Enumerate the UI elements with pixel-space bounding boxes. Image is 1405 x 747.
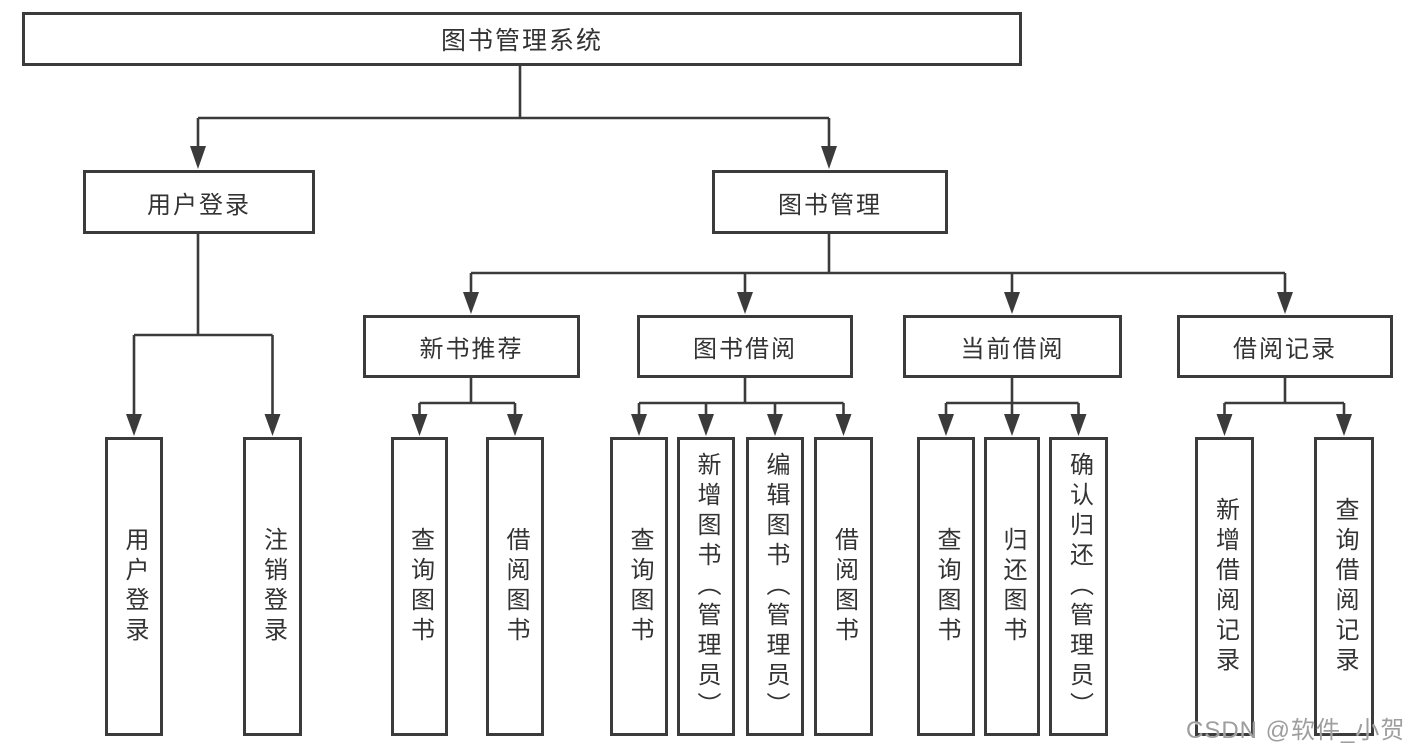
node-label: 用户登录 <box>147 191 251 219</box>
node-label: 图书管理 <box>778 191 882 219</box>
leaf-borrow-borrow-books: 借阅图书 <box>814 437 873 736</box>
leaf-label: 查询图书 <box>933 526 960 647</box>
leaf-newbook-query-books: 查询图书 <box>391 437 448 736</box>
connector-current-to-leaves <box>938 378 1087 436</box>
leaf-label: 借阅图书 <box>830 526 858 647</box>
node-label: 借阅记录 <box>1233 336 1337 363</box>
leaf-records-query-borrow-record: 查询借阅记录 <box>1314 437 1374 736</box>
node-user-login: 用户登录 <box>83 170 315 234</box>
connector-root-to-level2 <box>190 66 837 169</box>
connector-records-to-leaves <box>1216 378 1352 436</box>
leaf-borrow-query-books: 查询图书 <box>610 437 668 736</box>
node-current-borrow: 当前借阅 <box>903 315 1122 378</box>
leaf-newbook-borrow-books: 借阅图书 <box>486 437 544 736</box>
leaf-label: 用户登录 <box>121 526 148 647</box>
leaf-user-login: 用户登录 <box>105 437 163 736</box>
leaf-label: 查询借阅记录 <box>1331 496 1358 677</box>
connector-management-to-level3 <box>463 234 1293 314</box>
node-library-management-system: 图书管理系统 <box>22 12 1022 66</box>
leaf-label: 注销登录 <box>259 526 287 647</box>
leaf-label: 查询图书 <box>626 526 653 647</box>
leaf-current-return-books: 归还图书 <box>984 437 1040 736</box>
leaf-current-query-books: 查询图书 <box>917 437 975 736</box>
connector-newbook-to-leaves <box>411 378 523 436</box>
csdn-watermark: CSDN @软件_小贺同学 <box>1186 717 1405 744</box>
leaf-label: 查询图书 <box>406 526 434 647</box>
leaf-borrow-add-books-admin: 新增图书（管理员） <box>677 437 735 736</box>
node-label: 图书管理系统 <box>440 27 603 55</box>
leaf-records-add-borrow-record: 新增借阅记录 <box>1195 437 1254 736</box>
leaf-logout: 注销登录 <box>243 437 302 736</box>
leaf-label: 归还图书 <box>999 526 1026 647</box>
leaf-label: 借阅图书 <box>502 526 529 647</box>
connector-login-to-leaves <box>126 234 281 436</box>
node-label: 图书借阅 <box>693 336 797 363</box>
leaf-label: 新增借阅记录 <box>1211 496 1239 677</box>
leaf-borrow-edit-books-admin: 编辑图书（管理员） <box>746 437 804 736</box>
node-book-management: 图书管理 <box>712 170 948 234</box>
node-new-book-recommend: 新书推荐 <box>363 315 580 378</box>
leaf-label: 编辑图书（管理员） <box>762 451 789 722</box>
node-borrow-records: 借阅记录 <box>1177 315 1393 378</box>
leaf-label: 新增图书（管理员） <box>693 451 720 722</box>
leaf-label: 确认归还（管理员） <box>1065 451 1093 722</box>
connector-bookborrow-to-leaves <box>631 378 852 436</box>
node-label: 新书推荐 <box>419 336 524 363</box>
node-label: 当前借阅 <box>960 336 1065 363</box>
node-book-borrow: 图书借阅 <box>637 315 853 378</box>
leaf-current-confirm-return-admin: 确认归还（管理员） <box>1049 437 1108 736</box>
